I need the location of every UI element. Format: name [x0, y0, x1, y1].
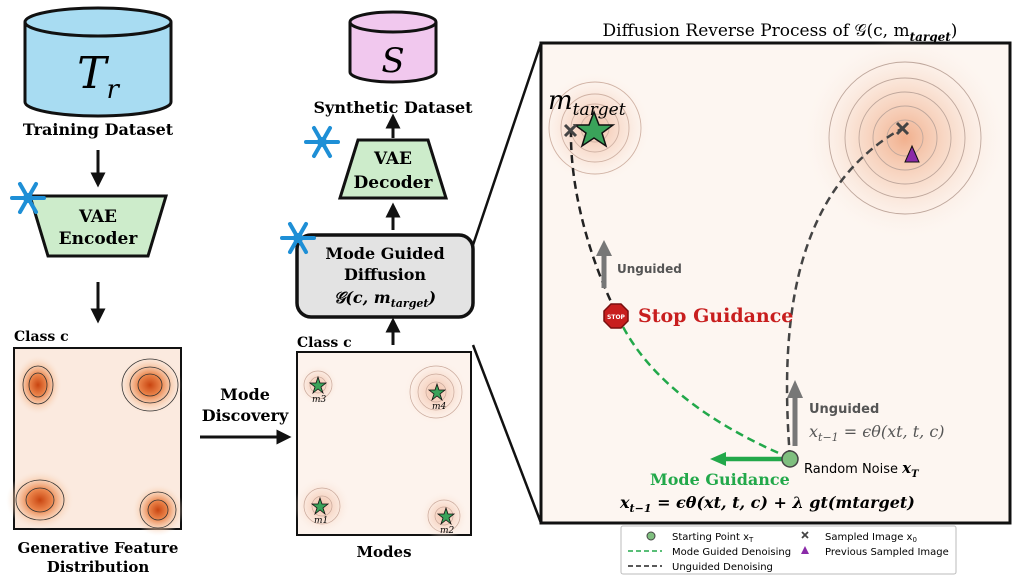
- mode-star-m1: m1: [310, 496, 330, 526]
- mode-star-m2: m2: [436, 506, 456, 536]
- legend-item-unguided: Unguided Denoising: [672, 562, 773, 573]
- modes-caption: Modes: [356, 543, 411, 561]
- snowflake-icon: [280, 222, 316, 254]
- svg-text:VAE: VAE: [78, 207, 117, 227]
- mode-star-m4: m4: [427, 382, 447, 412]
- mode-guided-path: [614, 311, 791, 460]
- left-class-label: Class c: [14, 329, 69, 345]
- distribution-caption-1: Generative Feature: [18, 539, 179, 557]
- legend: Starting Point xT Sampled Image x0 Mode …: [620, 525, 957, 575]
- unguided-arrow-right: [787, 380, 803, 446]
- sampled-image-x-marker: [563, 123, 578, 138]
- unguided-arrow-top: [596, 240, 612, 288]
- snowflake-icon: [304, 126, 340, 158]
- svg-text:STOP: STOP: [607, 314, 626, 321]
- legend-purple-triangle-icon: [801, 546, 809, 554]
- synthetic-dataset-label: Synthetic Dataset: [313, 98, 473, 117]
- previous-sampled-image-triangle: [904, 144, 920, 163]
- svg-text:m3: m3: [312, 395, 327, 405]
- svg-text:m1: m1: [314, 516, 328, 526]
- training-db-symbol: Tr: [77, 48, 120, 105]
- zoom-line-top: [471, 42, 543, 246]
- svg-text:Encoder: Encoder: [59, 229, 139, 249]
- legend-item-previous-sampled: Previous Sampled Image: [825, 547, 949, 558]
- unguided-label-right: Unguided: [809, 402, 879, 417]
- svg-text:Decoder: Decoder: [354, 173, 434, 193]
- training-dataset-label: Training Dataset: [23, 120, 174, 139]
- previous-sampled-x-marker: [895, 121, 910, 136]
- random-noise-start-point: [781, 450, 799, 468]
- unguided-path-after-stop: [569, 130, 618, 313]
- mode-guidance-label: Mode Guidance: [650, 470, 790, 489]
- svg-text:𝒢(c, mtarget): 𝒢(c, mtarget): [334, 288, 436, 310]
- distribution-caption-2: Distribution: [47, 558, 150, 576]
- legend-start-point-icon: [646, 531, 656, 541]
- mode-guidance-arrow: [710, 452, 782, 466]
- mode-discovery-label-1: Mode: [220, 385, 270, 404]
- m-target-label: mtarget: [548, 86, 626, 120]
- unguided-equation: xt−1 = ϵθ(xt, t, c): [809, 422, 945, 444]
- svg-text:m2: m2: [440, 526, 455, 536]
- zoom-line-bottom: [471, 344, 543, 524]
- guided-equation: xt−1 = ϵθ(xt, t, c) + λ gt(mtarget): [619, 493, 915, 515]
- middle-class-label: Class c: [297, 335, 352, 351]
- svg-text:m4: m4: [432, 402, 447, 412]
- reverse-process-panel: [539, 38, 1012, 525]
- training-dataset-cylinder: Tr: [23, 6, 173, 118]
- mode-star-m3: m3: [308, 375, 328, 405]
- legend-item-sampled-image: Sampled Image x0: [825, 532, 917, 544]
- stop-sign-icon: STOP: [603, 303, 629, 329]
- svg-text:S: S: [381, 41, 404, 81]
- legend-sampled-x-icon: [801, 531, 809, 539]
- feature-distribution-plot: [6, 347, 184, 536]
- mode-discovery-label-2: Discovery: [202, 406, 289, 425]
- svg-text:VAE: VAE: [373, 149, 412, 169]
- synthetic-dataset-cylinder: S: [348, 10, 438, 84]
- vae-encoder: VAE Encoder: [27, 194, 169, 258]
- vae-decoder: VAE Decoder: [337, 138, 449, 200]
- svg-text:Mode Guided: Mode Guided: [325, 244, 444, 263]
- mode-guided-diffusion-box: Mode Guided Diffusion 𝒢(c, mtarget): [295, 233, 475, 319]
- target-star: [572, 109, 616, 148]
- unguided-label-top: Unguided: [617, 262, 682, 276]
- random-noise-label: Random Noise xT: [804, 459, 920, 480]
- stop-guidance-label: Stop Guidance: [638, 305, 793, 327]
- legend-item-mode-guided: Mode Guided Denoising: [672, 547, 791, 558]
- snowflake-icon: [10, 182, 46, 214]
- svg-text:Diffusion: Diffusion: [344, 265, 426, 284]
- legend-item-starting-point: Starting Point xT: [672, 532, 754, 544]
